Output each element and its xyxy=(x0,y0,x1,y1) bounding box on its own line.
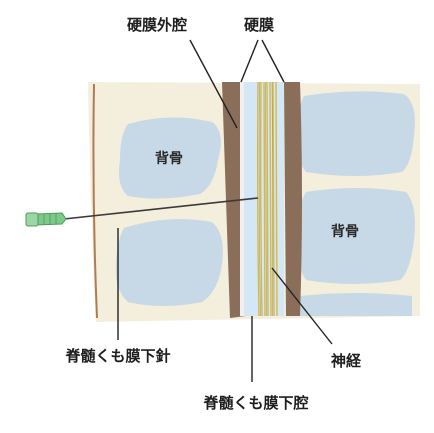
leader-epidural xyxy=(189,39,238,129)
leader-dura-left xyxy=(240,39,259,83)
leader-lines xyxy=(117,39,333,382)
spinal-needle xyxy=(25,197,259,227)
vertebra-lower-right xyxy=(297,188,415,284)
leader-nerve xyxy=(271,267,333,345)
label-subarachnoid-space: 脊髄くも膜下腔 xyxy=(202,394,308,412)
vertebra-upper-right xyxy=(297,91,415,176)
dura-right-layer xyxy=(284,82,302,316)
label-spinal-needle: 脊髄くも膜下針 xyxy=(64,347,170,365)
vertebra-upper-left xyxy=(119,117,221,199)
skin-line xyxy=(92,83,98,319)
needle-shaft xyxy=(63,197,259,220)
vertebra-bottom-right xyxy=(300,293,412,316)
vertebra-lower-left xyxy=(115,219,223,306)
label-epidural-space: 硬膜外腔 xyxy=(127,16,187,34)
leader-dura-right xyxy=(261,39,285,83)
label-vertebra-right: 背骨 xyxy=(331,223,359,240)
nerve-fiber-shading xyxy=(258,81,273,317)
label-dura: 硬膜 xyxy=(244,16,274,34)
needle-hub xyxy=(35,212,67,226)
needle-hub-cap xyxy=(25,212,39,227)
nerve-fibers xyxy=(256,81,278,317)
label-vertebra-left: 背骨 xyxy=(155,150,183,167)
label-nerve: 神経 xyxy=(331,352,362,370)
